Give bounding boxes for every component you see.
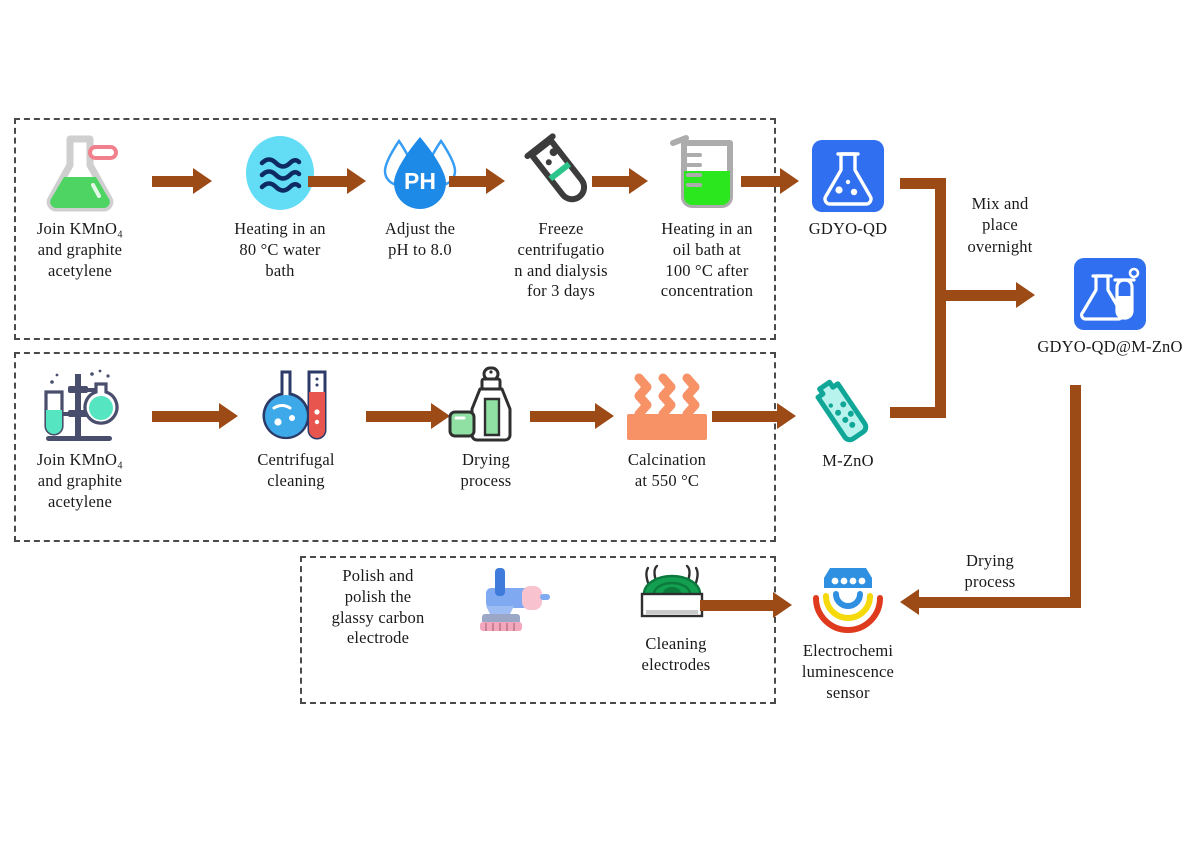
dashed-box-row1 [14, 118, 776, 340]
arrow-drying-to-sensor [900, 589, 1081, 615]
product-m-zno: M-ZnO [782, 368, 914, 472]
beaker-green-liquid-icon [668, 133, 746, 213]
step-row3-1: Cleaning electrodes [612, 564, 740, 676]
polishing-tool-icon [452, 566, 552, 636]
product-ecl-sensor: Electrochemi luminescence sensor [782, 562, 914, 703]
step-row1-3-label: Freeze centrifugatio n and dialysis for … [514, 219, 608, 301]
lab-stand-flask-icon [30, 366, 130, 444]
dashed-box-row2 [14, 352, 776, 542]
step-row2-0-label: Join KMnO₄ and graphite acetylene [36, 450, 124, 511]
step-row1-1-label: Heating in an 80 °C water bath [234, 219, 326, 280]
connector-gdyoqd-h [900, 178, 946, 189]
ecl-sensor-icon [806, 562, 890, 634]
product-ecl-sensor-label: Electrochemi luminescence sensor [801, 641, 895, 702]
step-row1-4: Heating in an oil bath at 100 °C after c… [638, 133, 776, 302]
step-row2-2-label: Drying process [460, 450, 512, 490]
drying-bottle-icon [444, 366, 528, 444]
step-row1-0: Join KMnO₄ and graphite acetylene [14, 133, 146, 281]
step-row2-0: Join KMnO₄ and graphite acetylene [14, 366, 146, 512]
step-row3-0: Polish and polish the glassy carbon elec… [310, 562, 446, 649]
connector-drying-vertical [1070, 385, 1081, 600]
step-row2-1: Centrifugal cleaning [232, 366, 360, 492]
svg-text:PH: PH [404, 168, 436, 194]
connector-drying-label: Drying process [964, 551, 1016, 592]
step-row1-2-label: Adjust the pH to 8.0 [384, 219, 456, 259]
product-gdyoqd-mzno-label: GDYO-QD@M-ZnO [1037, 337, 1183, 356]
blue-flask-tile-icon [812, 140, 884, 212]
arrow-row1-1 [308, 168, 366, 194]
arrow-row1-2 [449, 168, 505, 194]
tilted-test-tube-icon [521, 133, 601, 213]
arrow-row2-0 [152, 403, 238, 429]
arrow-row2-3 [712, 403, 796, 429]
step-row1-4-label: Heating in an oil bath at 100 °C after c… [660, 219, 754, 301]
blue-flask-tube-tile-icon [1074, 258, 1146, 330]
product-gdyoqd-mzno: GDYO-QD@M-ZnO [1020, 258, 1200, 358]
flask-and-test-tube-icon [254, 366, 338, 444]
teal-vial-dots-icon [808, 368, 888, 444]
electrode-cleaning-icon [630, 564, 722, 628]
step-row1-2: PH Adjust the pH to 8.0 [355, 133, 485, 261]
product-gdyo-qd-label: GDYO-QD [808, 219, 888, 238]
step-row2-3-label: Calcination at 550 °C [627, 450, 707, 490]
arrow-row2-2 [530, 403, 614, 429]
step-row1-3: Freeze centrifugatio n and dialysis for … [496, 133, 626, 302]
step-row1-0-label: Join KMnO₄ and graphite acetylene [36, 219, 124, 280]
step-row3-1-label: Cleaning electrodes [641, 634, 711, 674]
product-gdyo-qd: GDYO-QD [780, 140, 916, 240]
arrow-row1-3 [592, 168, 648, 194]
water-waves-circle-icon [240, 133, 320, 213]
erlenmeyer-flask-green-icon [37, 133, 123, 213]
connector-mzno-h [890, 407, 946, 418]
arrow-row3-0 [700, 592, 792, 618]
dashed-box-row3 [300, 556, 776, 704]
ph-water-drop-icon: PH [377, 133, 463, 213]
step-row1-1: Heating in an 80 °C water bath [210, 133, 350, 281]
connector-mix-label: Mix and place overnight [967, 194, 1033, 256]
arrow-row1-4 [741, 168, 799, 194]
step-row2-1-label: Centrifugal cleaning [257, 450, 335, 490]
calcination-heat-icon [619, 366, 715, 444]
arrow-row2-1 [366, 403, 450, 429]
product-m-zno-label: M-ZnO [822, 451, 874, 470]
step-row3-0-label: Polish and polish the glassy carbon elec… [331, 566, 425, 648]
step-row2-3: Calcination at 550 °C [600, 366, 734, 492]
step-row2-2: Drying process [430, 366, 542, 492]
arrow-row1-0 [152, 168, 212, 194]
arrow-to-gdyoqd-mzno [935, 282, 1035, 308]
